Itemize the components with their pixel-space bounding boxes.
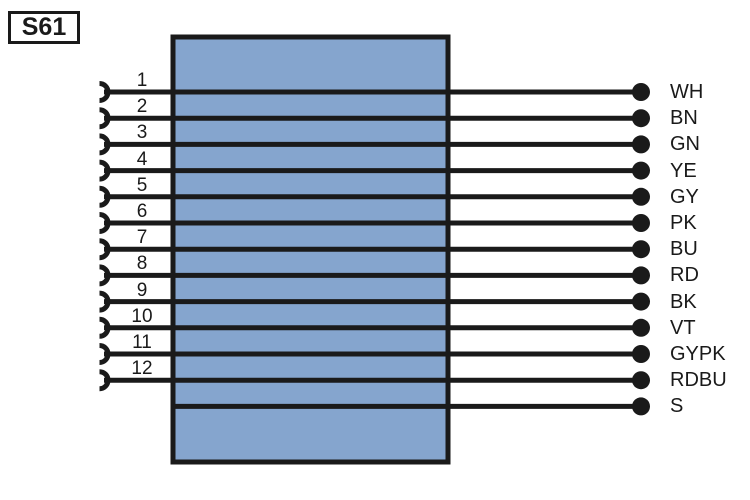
- wire-label-GYPK: GYPK: [670, 343, 726, 365]
- pin-socket-icon: [99, 369, 111, 392]
- pin-socket-icon: [99, 290, 111, 313]
- terminal-dot-icon: [632, 371, 650, 390]
- designator-label-box: S61: [8, 11, 80, 44]
- pin-socket-icon: [99, 343, 111, 365]
- terminal-dot-icon: [632, 83, 650, 101]
- wire-label-VT: VT: [670, 316, 696, 339]
- wire-label-YE: YE: [670, 159, 697, 182]
- designator-text: S61: [21, 13, 67, 41]
- pin-socket-icon: [99, 159, 111, 182]
- pin-number-3: 3: [136, 122, 148, 144]
- terminal-dot-icon: [632, 187, 650, 206]
- pin-number-11: 11: [132, 332, 152, 353]
- wire-label-BN: BN: [670, 107, 698, 130]
- pin-number-9: 9: [136, 279, 148, 301]
- pin-socket-group: [99, 81, 111, 392]
- wire-label-BU: BU: [670, 238, 698, 261]
- pin-socket-icon: [99, 81, 111, 103]
- pin-socket-icon: [99, 107, 111, 130]
- pin-number-2: 2: [136, 96, 148, 118]
- pin-number-4: 4: [136, 148, 148, 170]
- pin-socket-icon: [99, 133, 111, 156]
- pin-socket-icon: [99, 264, 111, 287]
- terminal-dot-icon: [632, 266, 650, 285]
- pin-socket-icon: [99, 316, 111, 339]
- pin-number-12: 12: [131, 358, 153, 380]
- pin-number-10: 10: [131, 305, 153, 327]
- pin-socket-icon: [99, 212, 111, 234]
- wire-label-WH: WH: [670, 81, 704, 103]
- wire-lines-group: [104, 89, 641, 409]
- wire-label-PK: PK: [670, 212, 697, 234]
- terminal-dot-icon: [632, 397, 650, 416]
- terminal-dot-icon: [632, 318, 650, 337]
- wire-label-BK: BK: [670, 290, 697, 313]
- pin-number-7: 7: [136, 227, 148, 249]
- terminal-dot-icon: [632, 161, 650, 180]
- pin-socket-icon: [99, 238, 111, 261]
- terminal-dot-icon: [632, 214, 650, 232]
- pin-number-5: 5: [136, 174, 148, 196]
- terminal-dots-group: [632, 83, 650, 416]
- terminal-dot-icon: [632, 109, 650, 128]
- pin-number-1: 1: [136, 70, 148, 91]
- wire-label-GN: GN: [670, 133, 700, 156]
- pin-socket-icon: [99, 185, 111, 208]
- pin-number-6: 6: [136, 201, 148, 222]
- terminal-dot-icon: [632, 135, 650, 154]
- wire-label-S: S: [670, 395, 684, 418]
- pin-number-8: 8: [136, 253, 148, 275]
- terminal-dot-icon: [632, 240, 650, 259]
- terminal-dot-icon: [632, 345, 650, 363]
- wire-label-RDBU: RDBU: [670, 369, 727, 392]
- terminal-dot-icon: [632, 292, 650, 311]
- wire-label-GY: GY: [670, 185, 699, 208]
- wire-label-RD: RD: [670, 264, 699, 287]
